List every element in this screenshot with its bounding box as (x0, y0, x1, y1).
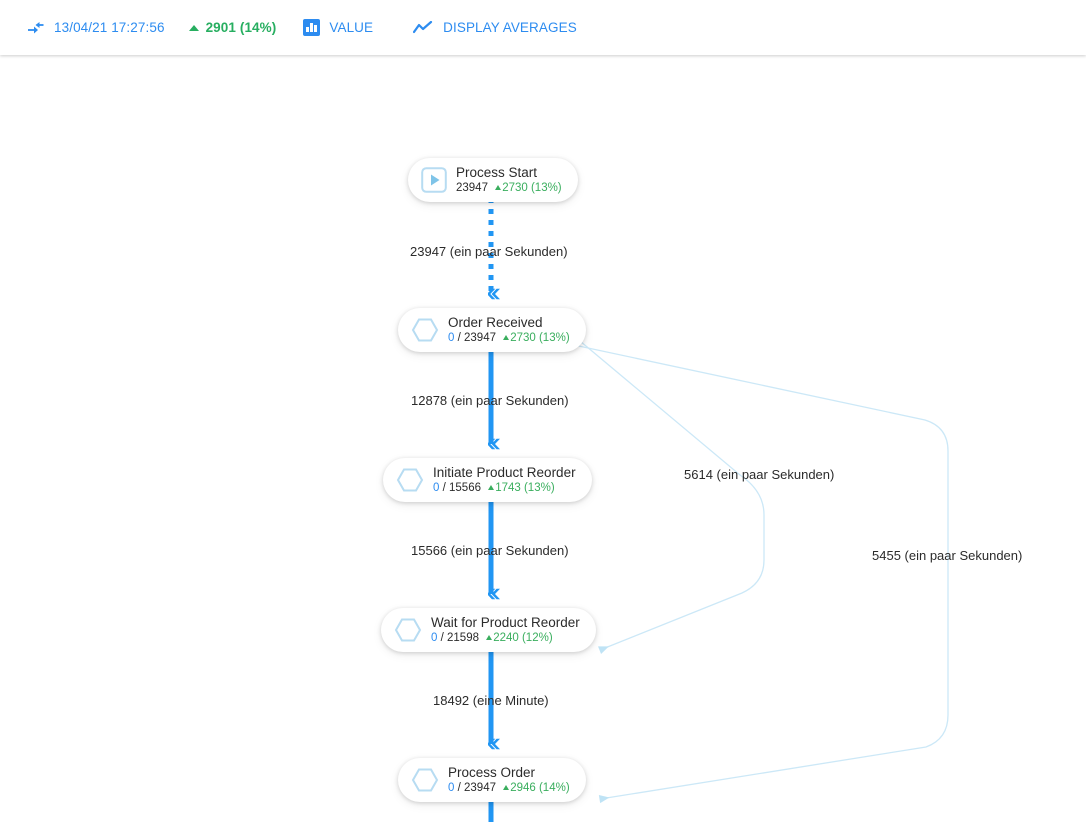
line-chart-icon (413, 21, 433, 35)
node-title: Wait for Product Reorder (431, 615, 580, 630)
hexagon-icon (394, 616, 422, 644)
node-title: Order Received (448, 315, 570, 330)
node-initiate-product-reorder[interactable]: Initiate Product Reorder 0 / 15566 1743 … (383, 458, 592, 502)
node-title: Initiate Product Reorder (433, 465, 576, 480)
node-process-start[interactable]: Process Start 23947 2730 (13%) (408, 158, 578, 202)
node-title: Process Start (456, 165, 562, 180)
edge-label-order-to-initiate: 12878 (ein paar Sekunden) (411, 393, 569, 408)
top-toolbar: 13/04/21 17:27:56 2901 (14%) VALUE DISPL… (0, 0, 1086, 55)
node-count: 0 (431, 632, 437, 644)
node-total: 21598 (447, 632, 479, 644)
node-delta: 2730 (13%) (495, 182, 561, 194)
side-flow-edges (574, 336, 948, 799)
process-diagram-canvas[interactable]: Process Start 23947 2730 (13%) Order Rec… (0, 55, 1086, 822)
edge-order-to-wait-curve (574, 336, 764, 650)
node-stats: 0 / 21598 2240 (12%) (431, 631, 580, 645)
display-averages-button[interactable]: DISPLAY AVERAGES (413, 0, 577, 55)
node-total: 23947 (464, 782, 496, 794)
node-stats: 23947 2730 (13%) (456, 181, 562, 195)
value-delta-label: 2901 (14%) (206, 20, 277, 35)
node-total: 23947 (464, 332, 496, 344)
node-stats: 0 / 15566 1743 (13%) (433, 481, 576, 495)
hexagon-icon (396, 466, 424, 494)
node-count: 0 (448, 332, 454, 344)
value-delta-indicator: 2901 (14%) (189, 0, 277, 55)
edge-label-initiate-to-wait: 15566 (ein paar Sekunden) (411, 543, 569, 558)
display-averages-label: DISPLAY AVERAGES (443, 20, 577, 35)
node-separator: / (458, 332, 461, 344)
node-stats: 0 / 23947 2730 (13%) (448, 331, 570, 345)
node-title: Process Order (448, 765, 570, 780)
bar-chart-icon (303, 19, 320, 36)
node-separator: / (443, 482, 446, 494)
edge-label-start-to-order: 23947 (ein paar Sekunden) (410, 244, 568, 259)
entry-arrow-icon (27, 21, 45, 35)
edge-label-order-to-wait: 5614 (ein paar Sekunden) (684, 467, 834, 482)
node-count: 0 (448, 782, 454, 794)
edge-order-to-process-curve (574, 345, 948, 799)
node-stats: 0 / 23947 2946 (14%) (448, 781, 570, 795)
node-delta: 2730 (13%) (503, 332, 569, 344)
node-process-order[interactable]: Process Order 0 / 23947 2946 (14%) (398, 758, 586, 802)
node-total: 15566 (449, 482, 481, 494)
node-wait-for-product-reorder[interactable]: Wait for Product Reorder 0 / 21598 2240 … (381, 608, 596, 652)
hexagon-icon (411, 766, 439, 794)
node-delta: 2240 (12%) (486, 632, 552, 644)
value-button[interactable]: VALUE (303, 0, 373, 55)
node-order-received[interactable]: Order Received 0 / 23947 2730 (13%) (398, 308, 586, 352)
value-button-label: VALUE (329, 20, 373, 35)
triangle-up-icon (189, 25, 199, 31)
node-separator: / (441, 632, 444, 644)
edge-label-order-to-process: 5455 (ein paar Sekunden) (872, 548, 1022, 563)
node-delta: 1743 (13%) (488, 482, 554, 494)
node-delta: 2946 (14%) (503, 782, 569, 794)
node-separator: / (458, 782, 461, 794)
timestamp-indicator: 13/04/21 17:27:56 (27, 0, 165, 55)
hexagon-icon (411, 316, 439, 344)
play-icon (421, 167, 447, 193)
node-count: 0 (433, 482, 439, 494)
node-count: 23947 (456, 182, 488, 194)
timestamp-label: 13/04/21 17:27:56 (54, 20, 165, 35)
edge-label-wait-to-process: 18492 (eine Minute) (433, 693, 549, 708)
